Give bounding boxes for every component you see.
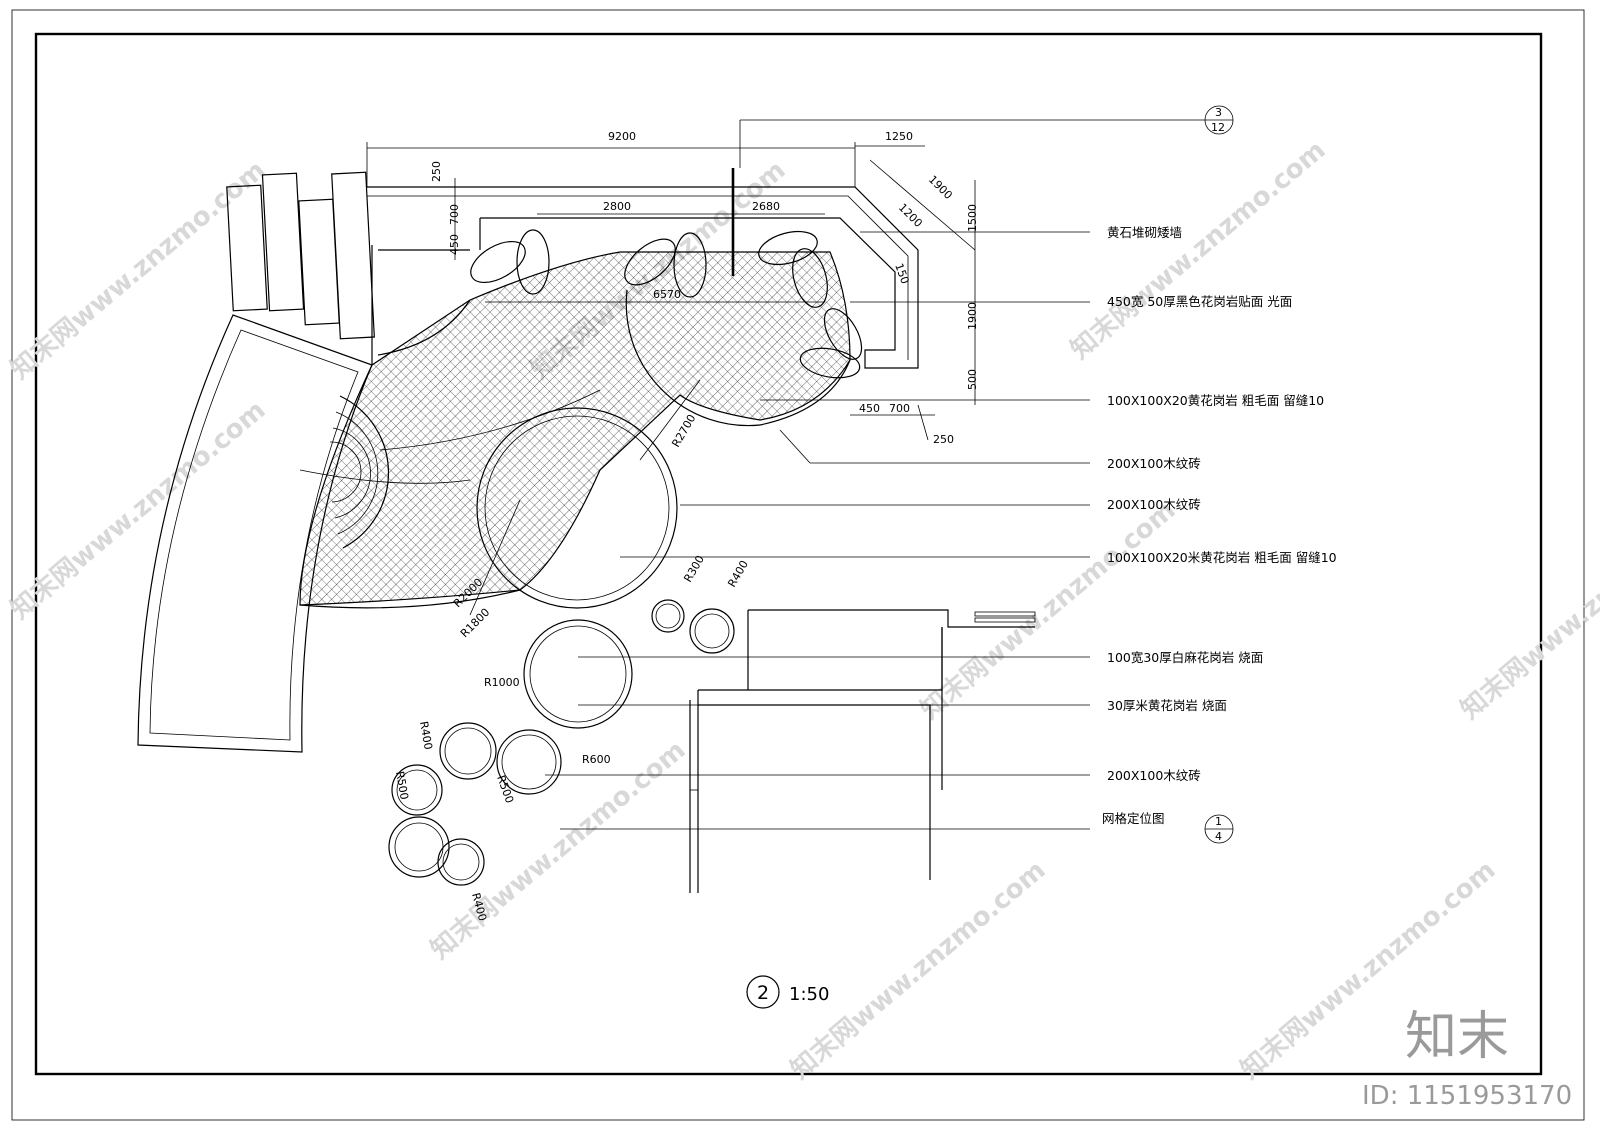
view-scale: 1:50 xyxy=(789,984,829,1005)
callout-text: 100X100X20米黄花岗岩 粗毛面 留缝10 xyxy=(1107,550,1337,565)
detail-ref-top: 3 12 xyxy=(1204,105,1234,135)
dim-label: 1250 xyxy=(885,130,913,143)
callout-text: 200X100木纹砖 xyxy=(1107,768,1201,783)
radius-label: R1800 xyxy=(458,606,492,640)
detail-ref-sheet: 12 xyxy=(1211,121,1225,134)
dim-label: 500 xyxy=(966,369,979,390)
radius-label: R500 xyxy=(393,770,411,800)
watermark-text: 知末网www.znzmo.com xyxy=(425,735,691,965)
detail-ref-num: 1 xyxy=(1215,815,1222,828)
dim-label: 250 xyxy=(933,433,954,446)
brand-watermark: 知末 ID: 1151953170 xyxy=(1362,1007,1572,1111)
dim-label: 6570 xyxy=(653,288,681,301)
detail-ref-grid: 1 4 xyxy=(1204,814,1234,844)
hatched-paving xyxy=(299,251,851,606)
radius-label: R2700 xyxy=(669,412,698,449)
detail-ref-sheet: 4 xyxy=(1215,830,1222,843)
dim-label: 700 xyxy=(889,402,910,415)
watermark-text: 知末网www.znzmo.com xyxy=(1455,495,1600,725)
callout-text: 30厚米黄花岗岩 烧面 xyxy=(1107,698,1227,713)
view-title: 2 1:50 xyxy=(746,975,829,1009)
dim-label: 2800 xyxy=(603,200,631,213)
watermark-text: 知末网www.znzmo.com xyxy=(5,395,271,625)
dim-label: 1200 xyxy=(896,201,925,230)
view-number: 2 xyxy=(757,982,769,1004)
radius-label: R500 xyxy=(494,774,516,805)
callout-labels: 黄石堆砌矮墙 450宽 50厚黑色花岗岩贴面 光面 100X100X20黄花岗岩… xyxy=(1102,225,1337,826)
callout-text: 200X100木纹砖 xyxy=(1107,456,1201,471)
watermark-text: 知末网www.znzmo.com xyxy=(915,495,1181,725)
radius-label: R300 xyxy=(681,553,707,584)
radius-label: R1000 xyxy=(484,676,520,689)
radius-label: R400 xyxy=(725,558,751,589)
dim-label: 2680 xyxy=(752,200,780,213)
brand-id: ID: 1151953170 xyxy=(1362,1081,1572,1111)
leaf-planters xyxy=(470,229,863,379)
callout-text: 200X100木纹砖 xyxy=(1107,497,1201,512)
stepping-stones xyxy=(388,599,735,886)
dim-label: 1900 xyxy=(966,302,979,330)
callout-text: 网格定位图 xyxy=(1102,811,1165,826)
dim-label: 250 xyxy=(430,161,443,182)
paving-circles xyxy=(299,289,851,609)
dim-label: 1500 xyxy=(966,204,979,232)
dim-label: 700 xyxy=(448,204,461,225)
radius-label: R600 xyxy=(582,753,611,766)
dim-label: 450 xyxy=(448,234,461,255)
dim-label: 1900 xyxy=(926,173,955,202)
stacked-blocks xyxy=(226,171,375,340)
callout-text: 100X100X20黄花岗岩 粗毛面 留缝10 xyxy=(1107,393,1324,408)
watermark-text: 知末网www.znzmo.com xyxy=(785,855,1051,1085)
detail-ref-num: 3 xyxy=(1215,106,1222,119)
watermark-text: 知末网www.znzmo.com xyxy=(1065,135,1331,365)
brand-logo: 知末 xyxy=(1405,1007,1509,1067)
dimension-lines xyxy=(366,119,1205,830)
dim-label: 450 xyxy=(859,402,880,415)
building-walls xyxy=(689,609,1036,893)
callout-text: 450宽 50厚黑色花岗岩贴面 光面 xyxy=(1107,294,1292,309)
outer-frame xyxy=(11,9,1585,1121)
dim-overall: 9200 xyxy=(608,130,636,143)
callout-text: 100宽30厚白麻花岗岩 烧面 xyxy=(1107,650,1263,665)
radius-label: R400 xyxy=(417,720,435,750)
callout-text: 黄石堆砌矮墙 xyxy=(1107,225,1182,240)
drawing-border xyxy=(34,32,1543,1076)
